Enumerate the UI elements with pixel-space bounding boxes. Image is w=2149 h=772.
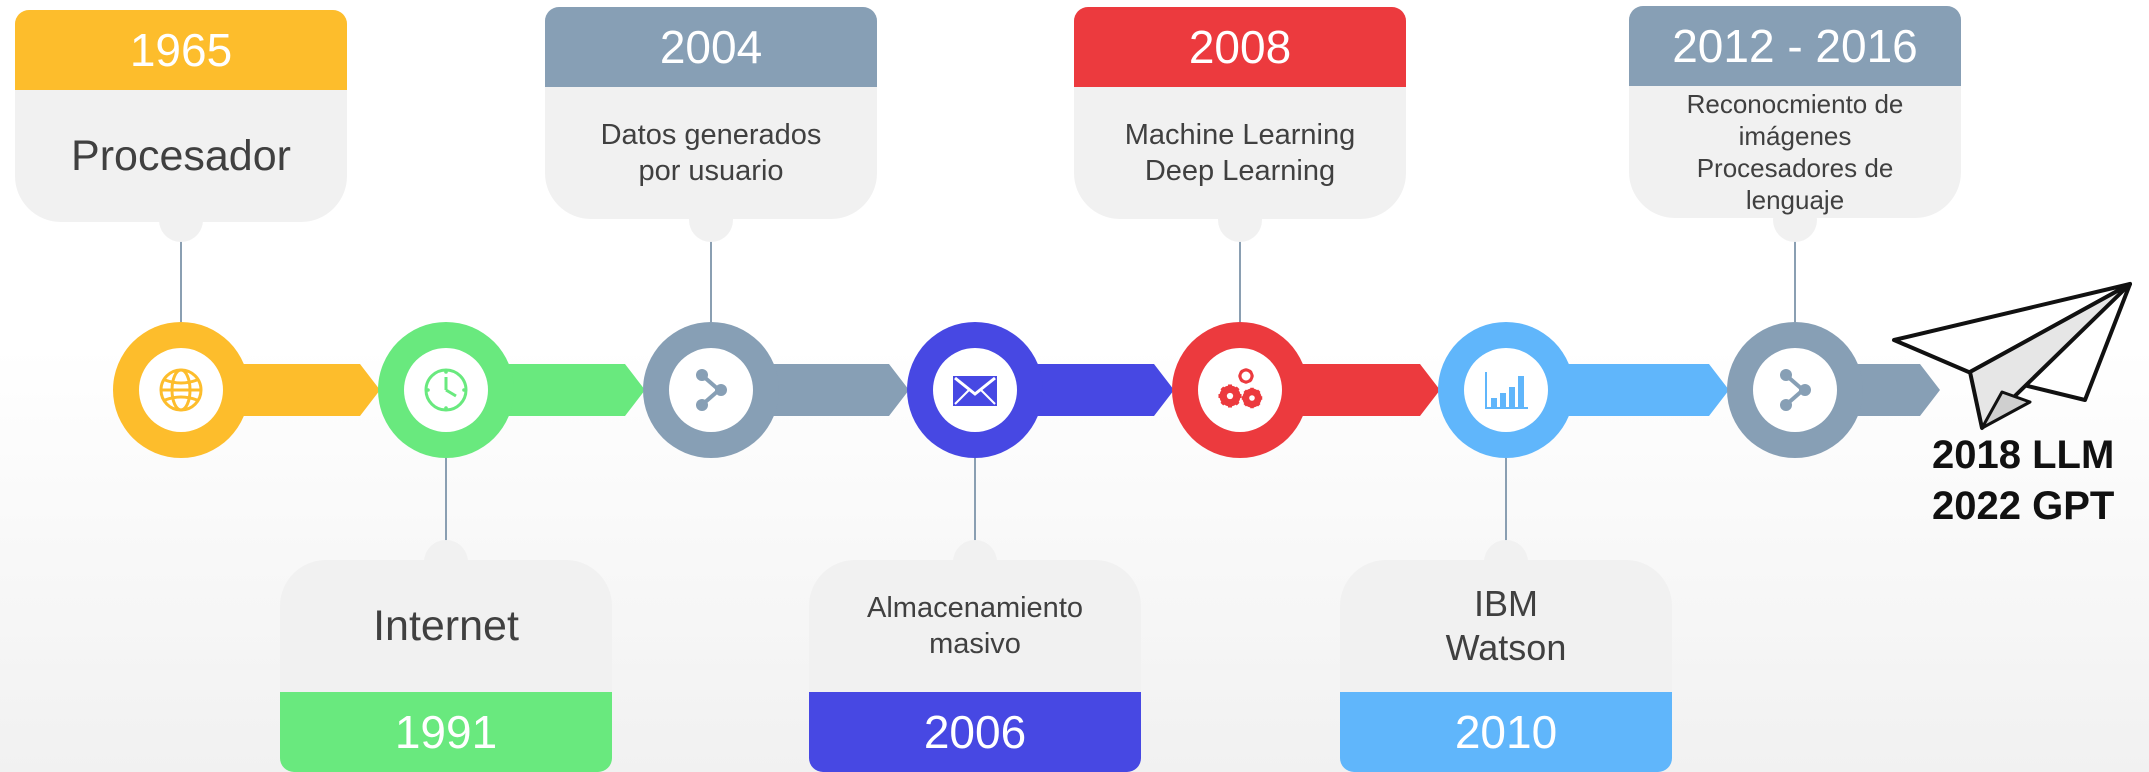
node-inner	[1464, 348, 1548, 432]
share-icon	[1780, 369, 1811, 411]
globe-icon	[159, 368, 203, 412]
connector-line	[445, 458, 447, 545]
milestone-card: 1991 Internet	[280, 560, 612, 772]
milestone-description: IBM Watson	[1445, 583, 1567, 668]
node-inner	[1198, 348, 1282, 432]
connector-line	[180, 230, 182, 322]
connector-line	[1505, 458, 1507, 545]
node-inner	[1753, 348, 1837, 432]
envelope-icon	[953, 376, 997, 406]
year-label: 2008	[1074, 7, 1406, 87]
milestone-card: 2006 Almacenamiento masivo	[809, 560, 1141, 772]
final-milestone: 2018 LLM 2022 GPT	[1932, 430, 2114, 532]
year-label: 1965	[15, 10, 347, 90]
year-label: 1991	[280, 692, 612, 772]
year-label: 2012 - 2016	[1629, 6, 1961, 86]
timeline-node-2006	[907, 322, 1043, 458]
connector-line	[1794, 230, 1796, 322]
timeline-node-2010	[1438, 322, 1574, 458]
milestone-card: 2010 IBM Watson	[1340, 560, 1672, 772]
clock-icon	[424, 368, 468, 412]
timeline-node-1991	[378, 322, 514, 458]
milestone-description: Machine Learning Deep Learning	[1124, 119, 1356, 187]
timeline-node-2012-2016	[1727, 322, 1863, 458]
final-line-1: 2018 LLM	[1932, 433, 2115, 477]
timeline-node-2004	[643, 322, 779, 458]
year-label: 2010	[1340, 692, 1672, 772]
year-label: 2006	[809, 692, 1141, 772]
year-label: 2004	[545, 7, 877, 87]
milestone-description: Reconocmiento de imágenes Procesadores d…	[1686, 89, 1904, 215]
milestone-description: Datos generados por usuario	[600, 119, 822, 187]
final-line-2: 2022 GPT	[1932, 484, 2115, 528]
timeline-node-1965	[113, 322, 249, 458]
gears-icon	[1218, 368, 1263, 409]
connector-line	[974, 458, 976, 545]
connector-line	[1239, 230, 1241, 322]
connector-line	[710, 230, 712, 322]
milestone-description: Almacenamiento masivo	[867, 592, 1083, 660]
node-inner	[404, 348, 488, 432]
timeline-node-2008	[1172, 322, 1308, 458]
milestone-description: Internet	[373, 602, 519, 650]
bar-chart-icon	[1485, 372, 1528, 409]
node-inner	[933, 348, 1017, 432]
milestone-description: Procesador	[71, 132, 291, 180]
node-inner	[669, 348, 753, 432]
node-inner	[139, 348, 223, 432]
paper-plane-icon	[1892, 282, 2132, 430]
share-icon	[696, 369, 727, 411]
